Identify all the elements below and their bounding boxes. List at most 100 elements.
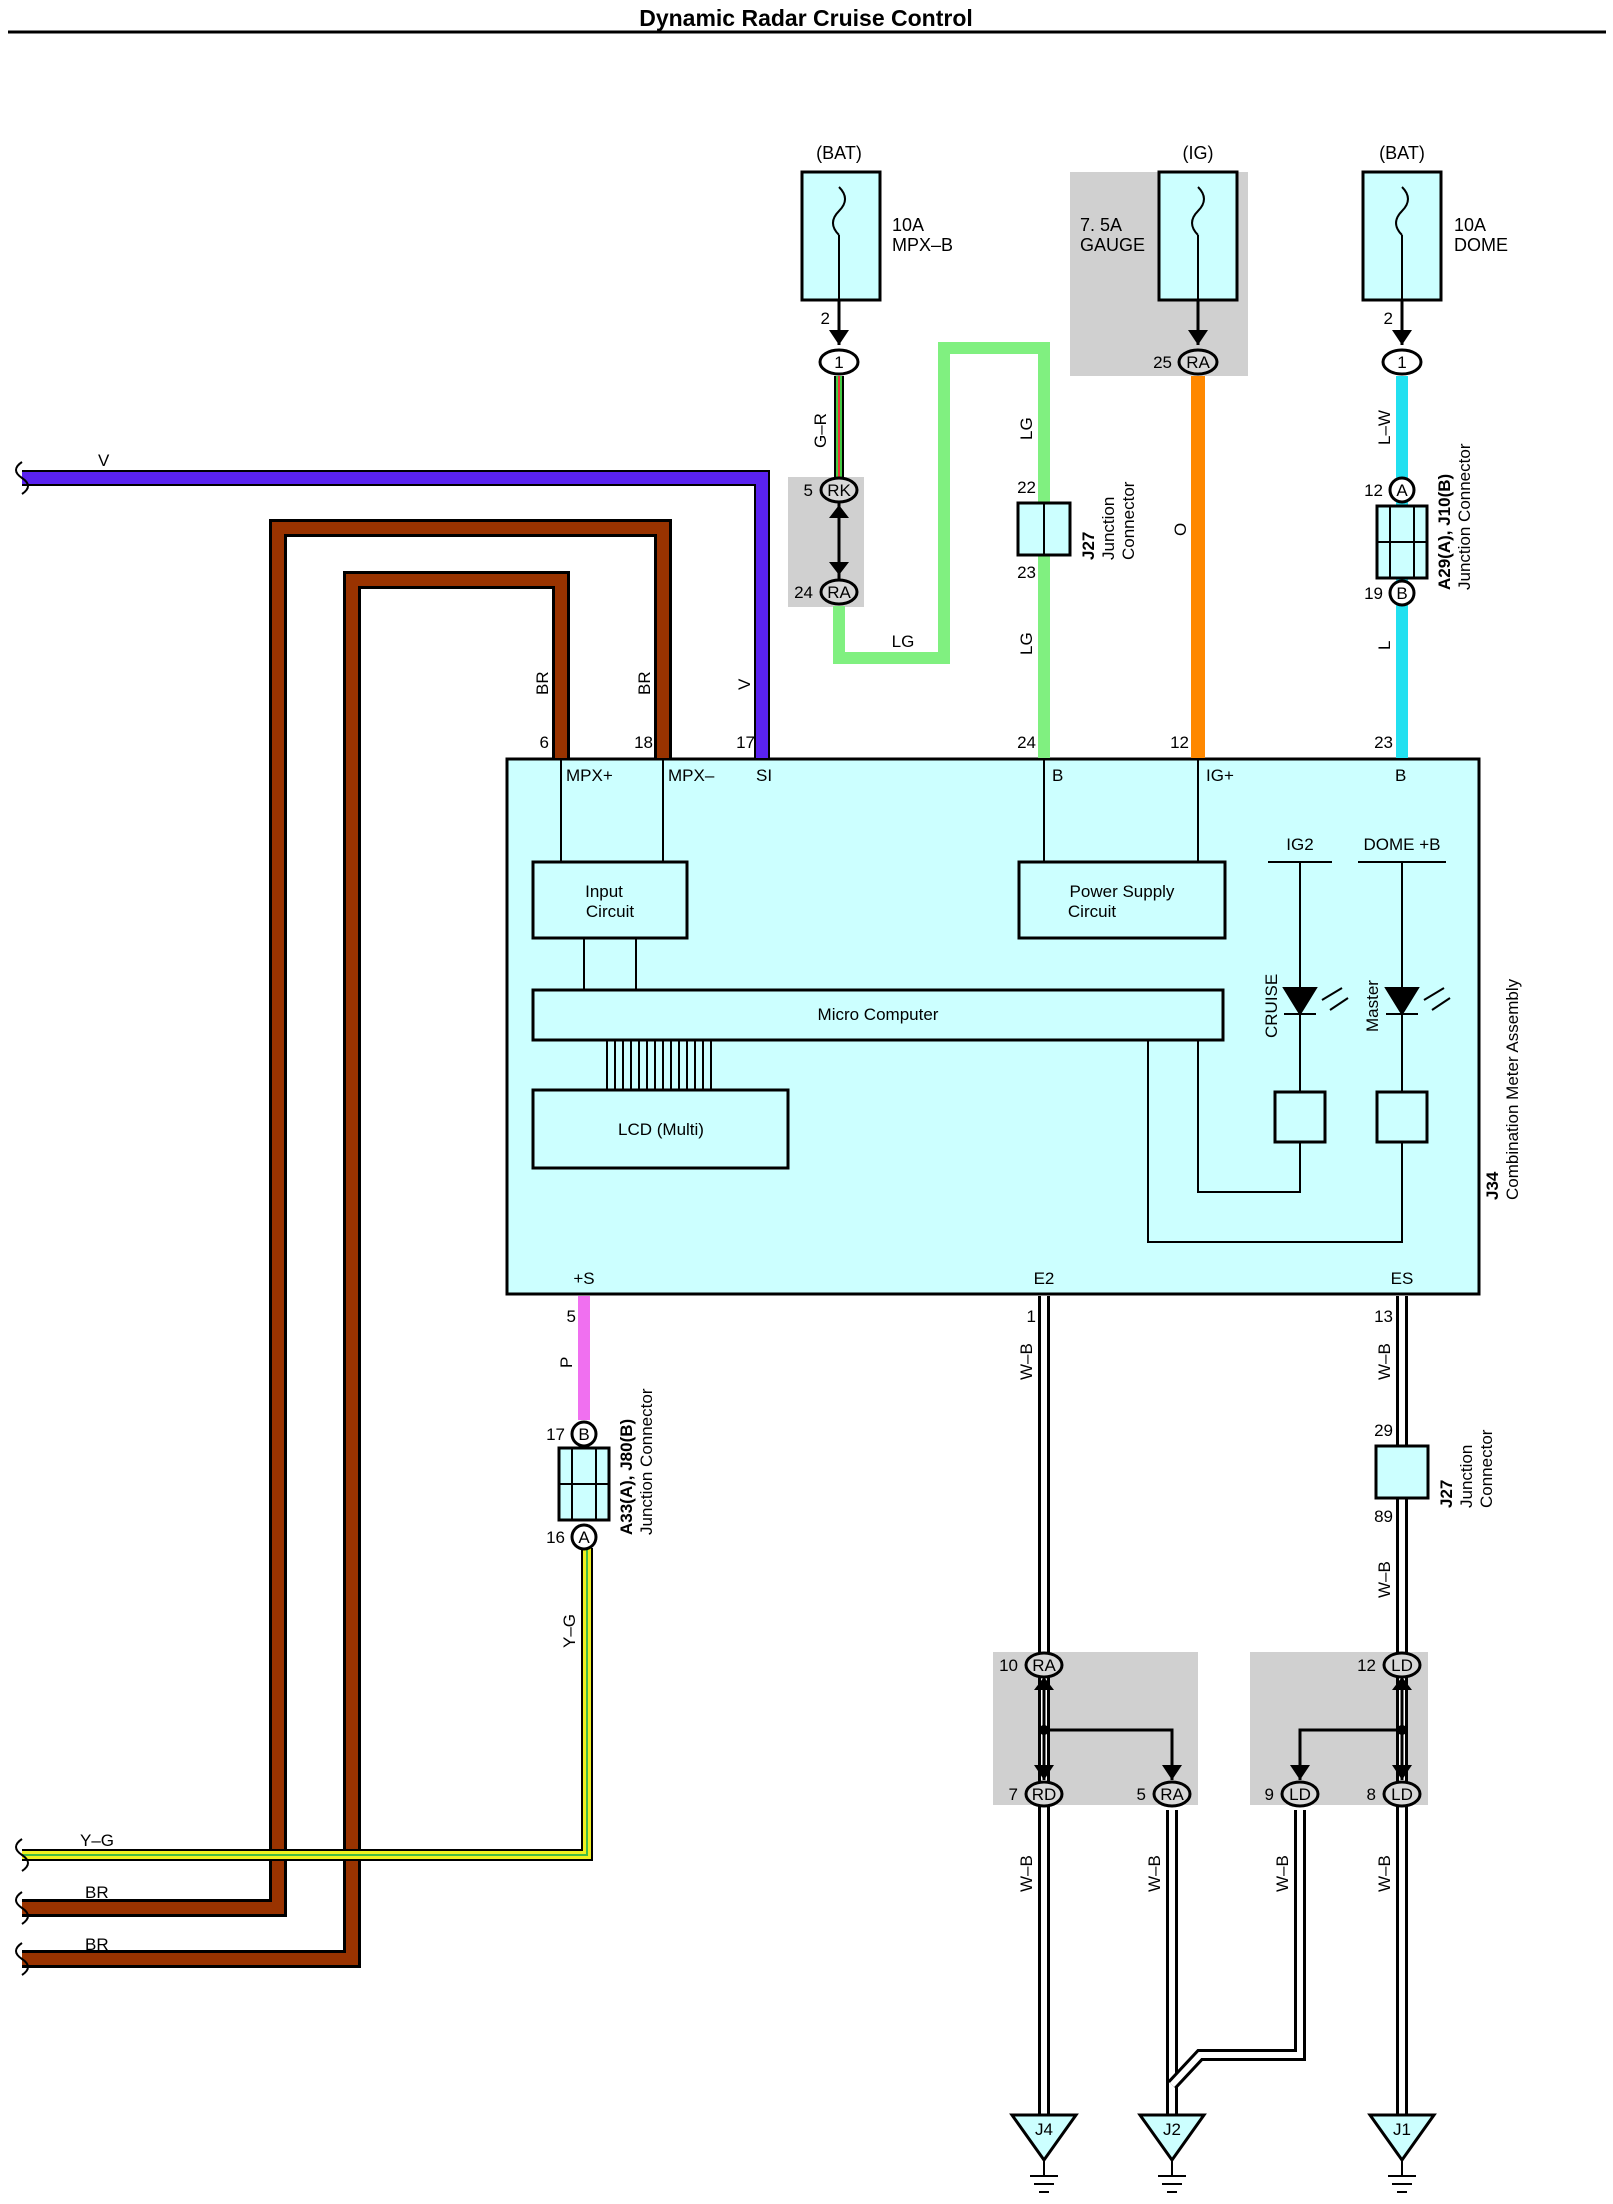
wire-label-wb-5: W–B	[1145, 1855, 1164, 1892]
splice-rd7-connector	[1024, 1780, 1064, 1808]
wire-v	[22, 472, 768, 758]
fuse3-name: DOME	[1454, 235, 1508, 255]
meter-name: Combination Meter Assembly	[1503, 978, 1522, 1200]
lcd-multi-block	[531, 1088, 790, 1170]
wire-label-wb-3: W–B	[1375, 1561, 1394, 1598]
a29-bottom-connector	[1388, 579, 1416, 607]
micro-computer-block	[531, 988, 1225, 1042]
pin-mpx-minus: 18	[634, 733, 653, 752]
wire-label-lg-horizontal: LG	[892, 632, 915, 651]
input-circuit-line1: Input	[585, 882, 623, 901]
ground-j2-label: J2	[1163, 2120, 1181, 2139]
data-bus-lines	[606, 1040, 712, 1090]
fuse1-connector	[818, 348, 860, 376]
splice-rd7-pin: 7	[1009, 1785, 1018, 1804]
wire-label-wb-6: W–B	[1273, 1855, 1292, 1892]
a29-name: Junction Connector	[1455, 443, 1474, 590]
splice-ld9-pin: 9	[1265, 1785, 1274, 1804]
ground-j2: J2	[1137, 2113, 1207, 2193]
fuse3-source: (BAT)	[1379, 143, 1425, 163]
wire-label-lw: L–W	[1375, 410, 1394, 445]
wire-label-br-2: BR	[635, 671, 654, 695]
splice-ra5-label: RA	[1160, 1785, 1184, 1804]
splice-ld9-label: LD	[1289, 1785, 1311, 1804]
splice-ra10-pin: 10	[999, 1656, 1018, 1675]
wire-br-1	[22, 522, 669, 1914]
terminal-plus-s: +S	[573, 1269, 594, 1288]
fuse1-element	[832, 186, 846, 300]
break-symbol-br2	[15, 1942, 29, 1976]
wire-label-wb-4: W–B	[1017, 1855, 1036, 1892]
ig2-label: IG2	[1286, 835, 1313, 854]
j27-bottom-pin: 23	[1017, 563, 1036, 582]
rk-connector-label: RK	[827, 481, 851, 500]
fuse1-name: MPX–B	[892, 235, 953, 255]
terminal-mpx-plus: MPX+	[566, 766, 613, 785]
wire-label-wb-2: W–B	[1375, 1343, 1394, 1380]
wire-label-yg-vertical: Y–G	[560, 1614, 579, 1648]
ground-j1-label: J1	[1393, 2120, 1411, 2139]
cruise-led-rays-icon	[1321, 987, 1349, 1011]
j27-name2: Connector	[1119, 481, 1138, 560]
pin-e2: 1	[1027, 1307, 1036, 1326]
pin-b-dome: 23	[1374, 733, 1393, 752]
a29-top-pin: 12	[1364, 481, 1383, 500]
splice-ld8-label: LD	[1391, 1785, 1413, 1804]
fuse2-connector-label: RA	[1186, 353, 1210, 372]
wire-label-l: L	[1375, 641, 1394, 650]
rk-pin: 5	[804, 481, 813, 500]
wire-yg-tracer	[22, 1548, 588, 1856]
ground-j4: J4	[1009, 2113, 1079, 2193]
a33-top-conn-label: B	[578, 1425, 589, 1444]
ra-connector-label: RA	[827, 583, 851, 602]
fuse3-element	[1395, 186, 1409, 300]
fuse2-name: GAUGE	[1080, 235, 1145, 255]
wire-label-p: P	[557, 1357, 576, 1368]
fuse1-source: (BAT)	[816, 143, 862, 163]
terminal-b-1: B	[1052, 766, 1063, 785]
cruise-label: CRUISE	[1262, 974, 1281, 1038]
j27b-name: Junction	[1457, 1445, 1476, 1508]
a33-bottom-pin: 16	[546, 1528, 565, 1547]
wire-label-br-horizontal-2: BR	[85, 1935, 109, 1954]
terminal-b-2: B	[1395, 766, 1406, 785]
ra-pin: 24	[794, 583, 813, 602]
fuse3-connector	[1381, 348, 1423, 376]
a33-bottom-connector	[570, 1523, 598, 1551]
fuse1-connector-label: 1	[834, 353, 843, 372]
splice-ra5-connector	[1152, 1780, 1192, 1808]
wire-label-v-vertical: V	[735, 678, 754, 690]
a33-name: Junction Connector	[637, 1388, 656, 1535]
splice-ld-arrows-icon	[1290, 1677, 1412, 1780]
pin-si: 17	[736, 733, 755, 752]
j27-name: Junction	[1099, 497, 1118, 560]
j27b-top-pin: 29	[1374, 1421, 1393, 1440]
splice-ld12-label: LD	[1391, 1656, 1413, 1675]
fuse2-element	[1191, 186, 1205, 300]
splice-ld12-pin: 12	[1357, 1656, 1376, 1675]
wire-label-yg-horizontal: Y–G	[80, 1831, 114, 1850]
splice-ld9-connector	[1280, 1780, 1320, 1808]
terminal-ig-plus: IG+	[1206, 766, 1234, 785]
wire-label-br-horizontal-1: BR	[85, 1883, 109, 1902]
fuse2-source: (IG)	[1183, 143, 1214, 163]
j27-top-pin: 22	[1017, 478, 1036, 497]
a29-top-connector	[1388, 476, 1416, 504]
pin-es: 13	[1374, 1307, 1393, 1326]
j27b-code: J27	[1437, 1480, 1456, 1508]
splice-ld8-connector	[1382, 1780, 1422, 1808]
wire-lg	[833, 342, 1050, 758]
a33-code: A33(A), J80(B)	[617, 1419, 636, 1535]
master-led-rays-icon	[1423, 987, 1451, 1011]
pin-b-lg: 24	[1017, 733, 1036, 752]
wire-label-lg-upper: LG	[1017, 417, 1036, 440]
fuse3-pin: 2	[1384, 309, 1393, 328]
master-driver-block	[1375, 1090, 1429, 1144]
j27-junction-bottom	[1374, 1444, 1430, 1500]
break-symbol-v	[15, 461, 29, 495]
a29-bottom-pin: 19	[1364, 584, 1383, 603]
j27b-name2: Connector	[1477, 1429, 1496, 1508]
fuse2-rating: 7. 5A	[1080, 215, 1122, 235]
master-led-icon	[1384, 987, 1420, 1016]
micro-computer-label: Micro Computer	[818, 1005, 939, 1024]
